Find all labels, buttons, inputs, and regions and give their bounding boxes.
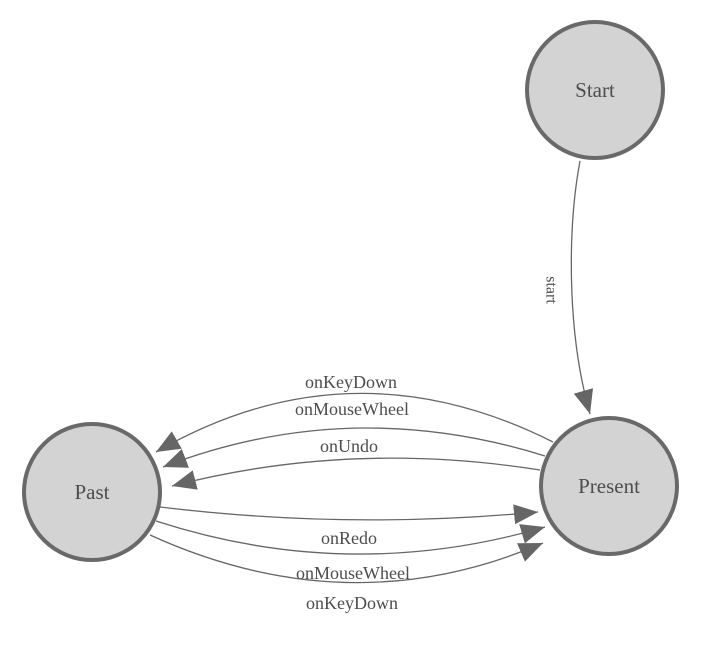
edge-label-onredo: onRedo (321, 528, 377, 548)
edge-present-to-past-onkeydown[interactable]: onKeyDown (155, 372, 554, 453)
edge-present-to-past-onundo[interactable]: onUndo (171, 436, 541, 490)
state-node-present[interactable]: Present (539, 416, 679, 556)
edge-path-start[interactable] (570, 160, 594, 415)
edge-past-to-present-onmousewheel[interactable]: onMouseWheel (155, 520, 546, 583)
edge-path-onmousewheel-top[interactable] (162, 427, 546, 468)
state-node-past[interactable]: Past (22, 422, 162, 562)
edge-past-to-present-onkeydown[interactable]: onKeyDown (149, 534, 544, 613)
edge-path-onkeydown-top[interactable] (155, 392, 554, 453)
state-circle-past[interactable] (22, 422, 162, 562)
edge-label-start: start (542, 276, 559, 304)
edge-label-onkeydown-top: onKeyDown (305, 372, 397, 392)
edge-start-to-present[interactable]: start (542, 160, 594, 415)
edge-label-onmousewheel-top: onMouseWheel (295, 399, 409, 419)
edge-path-onredo[interactable] (159, 504, 539, 525)
edge-path-onmousewheel-bottom[interactable] (155, 520, 546, 555)
edge-present-to-past-onmousewheel[interactable]: onMouseWheel (162, 399, 546, 468)
state-node-start[interactable]: Start (525, 20, 665, 160)
edge-path-onundo[interactable] (171, 457, 541, 490)
edge-path-onkeydown-bottom[interactable] (149, 534, 544, 584)
edge-label-onkeydown-bottom: onKeyDown (306, 593, 398, 613)
edge-label-onundo: onUndo (320, 436, 378, 456)
state-circle-start[interactable] (525, 20, 665, 160)
state-circle-present[interactable] (539, 416, 679, 556)
